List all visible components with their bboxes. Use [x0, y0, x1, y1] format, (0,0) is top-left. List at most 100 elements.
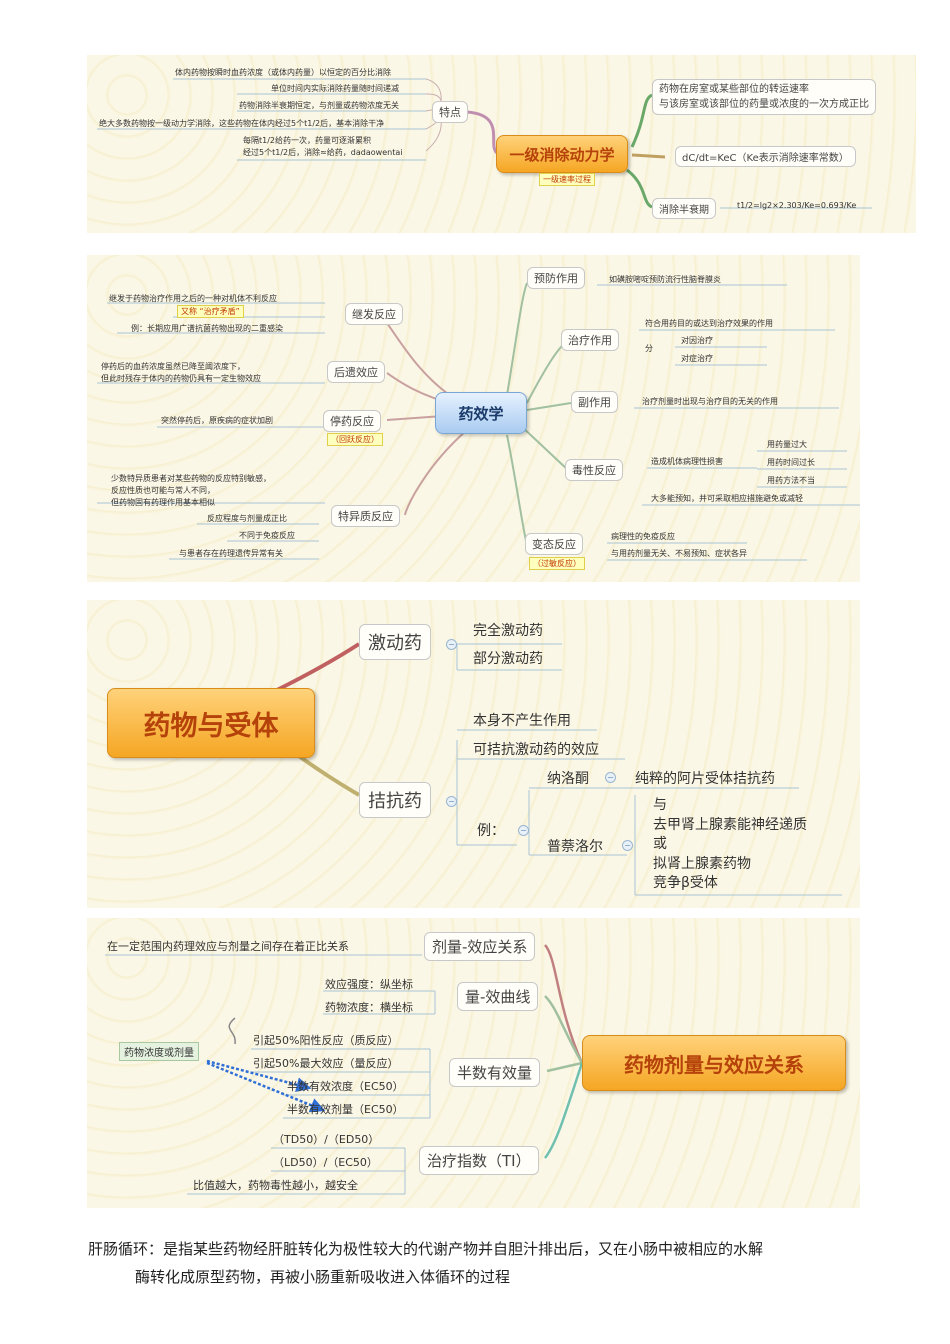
propranolol-line: 竞争β受体 [653, 875, 718, 891]
allergic-reaction-node: 变态反应 [525, 533, 583, 555]
toxic-desc: 造成机体病理性损害 [651, 457, 723, 466]
dose-effect-desc: 在一定范围内药理效应与剂量之间存在着正比关系 [107, 940, 349, 953]
feature-text: 药物消除半衰期恒定，与剂量或药物浓度无关 [239, 101, 399, 110]
example-label: 例： [477, 823, 505, 839]
kinetics-mindmap: 体内药物按瞬时血药浓度（或体内药量）以恒定的百分比消除 单位时间内实际消除药量随… [87, 55, 916, 233]
treatment-item: 对因治疗 [681, 336, 713, 345]
idiosyncratic-desc: 少数特异质患者对某些药物的反应特别敏感， [111, 474, 271, 483]
receptor-connectors [275, 642, 842, 896]
propranolol-line: 或 [653, 836, 667, 852]
half-item: 引起50%阳性反应（质反应） [253, 1034, 399, 1047]
features-node: 特点 [432, 101, 468, 123]
feature-text: 绝大多数药物按一级动力学消除，这些药物在体内经过5个t1/2后，基本消除干净 [99, 119, 385, 128]
pharmacodynamics-mindmap: 继发于药物治疗作用之后的一种对机体不利反应 又称 “治疗矛盾” 例：长期应用广谱… [87, 255, 860, 582]
halflife-formula: t1/2=lg2×2.303/Ke=0.693/Ke [737, 201, 857, 210]
propranolol: 普萘洛尔 [547, 839, 603, 855]
withdrawal-reaction-node: 停药反应 [323, 410, 381, 432]
receptor-mindmap: 药物与受体 激动药 − 完全激动药 部分激动药 拮抗药 − 本身不产生作用 可拮… [87, 600, 860, 908]
collapse-icon[interactable]: − [446, 639, 457, 650]
caption-line: 肝肠循环：是指某些药物经肝脏转化为极性较大的代谢产物并自胆汁排出后，又在小肠中被… [88, 1240, 764, 1258]
rate-line: 药物在房室或某些部位的转运速率 [659, 84, 809, 95]
idiosyncratic-item: 与患者存在药理遗传异常有关 [179, 549, 283, 558]
dose-connectors [105, 944, 584, 1195]
first-order-center-node: 一级消除动力学 [496, 135, 628, 173]
residual-desc: 停药后的血药浓度虽然已降至阈浓度下， [101, 362, 245, 371]
idiosyncratic-desc: 反应性质也可能与常人不同， [111, 486, 215, 495]
idiosyncratic-item: 反应程度与剂量成正比 [207, 514, 287, 523]
full-agonist: 完全激动药 [473, 623, 543, 639]
kinetics-connectors [97, 78, 872, 209]
collapse-icon[interactable]: − [446, 796, 457, 807]
antagonist-item: 本身不产生作用 [473, 713, 571, 729]
propranolol-desc: 与 去甲肾上腺素能神经递质 或 拟肾上腺素药物 竞争β受体 [653, 796, 807, 894]
first-order-tag: 一级速率过程 [539, 173, 595, 186]
antagonist-item: 可拮抗激动药的效应 [473, 742, 599, 758]
collapse-icon[interactable]: − [518, 825, 529, 836]
feature-text: 经过5个t1/2后，消除≈给药，dadaowentai [243, 148, 403, 157]
idiosyncratic-reaction-node: 特异质反应 [331, 505, 400, 527]
residual-effect-node: 后遗效应 [327, 361, 385, 383]
side-effect-desc: 治疗剂量时出现与治疗目的无关的作用 [642, 397, 778, 406]
toxic-cause: 用药量过大 [767, 440, 807, 449]
toxic-cause: 用药方法不当 [767, 476, 815, 485]
propranolol-line: 去甲肾上腺素能神经递质 [653, 816, 807, 833]
half-effective-node: 半数有效量 [449, 1058, 541, 1087]
propranolol-line: 拟肾上腺素药物 [653, 855, 751, 872]
allergic-tag: （过敏反应） [529, 557, 585, 570]
curve-y-axis: 效应强度：纵坐标 [325, 978, 413, 991]
dose-curve-node: 量-效曲线 [457, 982, 539, 1011]
collapse-icon[interactable]: − [622, 840, 633, 851]
receptor-center-node: 药物与受体 [107, 688, 315, 758]
propranolol-line: 与 [653, 797, 667, 813]
therapeutic-index-node: 治疗指数（TI） [419, 1146, 539, 1175]
naloxone: 纳洛酮 [547, 771, 589, 787]
halflife-node: 消除半衰期 [652, 198, 716, 219]
formula-node: dC/dt=KeC（Ke表示消除速率常数） [675, 146, 856, 167]
toxic-cause: 用药时间过长 [767, 458, 815, 467]
feature-text: 单位时间内实际消除药量随时间递减 [271, 84, 399, 93]
secondary-desc: 继发于药物治疗作用之后的一种对机体不利反应 [109, 294, 277, 303]
antagonist-node: 拮抗药 [359, 782, 431, 818]
dose-effect-node: 剂量-效应关系 [424, 932, 536, 961]
treatment-desc: 符合用药目的或达到治疗效果的作用 [645, 319, 773, 328]
ti-note: 比值越大，药物毒性越小，越安全 [193, 1179, 358, 1192]
treatment-split: 分 [645, 344, 653, 353]
toxic-reaction-node: 毒性反应 [565, 459, 623, 481]
naloxone-desc: 纯粹的阿片受体拮抗药 [635, 771, 775, 787]
collapse-icon[interactable]: − [605, 772, 616, 783]
residual-desc: 但此时残存于体内的药物仍具有一定生物效应 [101, 374, 261, 383]
allergic-desc: 与用药剂量无关、不易预知、症状各异 [611, 549, 747, 558]
half-item: 半数有效剂量（EC50） [287, 1103, 404, 1116]
dose-effect-mindmap: 在一定范围内药理效应与剂量之间存在着正比关系 剂量-效应关系 效应强度：纵坐标 … [87, 918, 860, 1208]
prevention-node: 预防作用 [527, 267, 585, 289]
treatment-item: 对症治疗 [681, 354, 713, 363]
idiosyncratic-desc: 但药物固有药理作用基本相似 [111, 498, 215, 507]
agonist-node: 激动药 [359, 624, 431, 660]
ti-formula: （TD50）/（ED50） [273, 1133, 380, 1146]
prevention-desc: 如磺胺嘧啶预防流行性脑脊膜炎 [609, 275, 721, 284]
rate-line: 与该房室或该部位的药量或浓度的一次方成正比 [659, 99, 869, 110]
dose-center-node: 药物剂量与效应关系 [582, 1035, 846, 1091]
secondary-example: 例：长期应用广谱抗菌药物出现的二重感染 [131, 324, 283, 333]
partial-agonist: 部分激动药 [473, 651, 543, 667]
feature-text: 每隔t1/2给药一次，药量可逐渐累积 [243, 136, 372, 145]
pharmacodynamics-center-node: 药效学 [435, 392, 527, 434]
toxic-note: 大多能预知，并可采取相应措施避免或减轻 [651, 494, 803, 503]
side-effect-node: 副作用 [571, 391, 618, 413]
secondary-alias: 又称 “治疗矛盾” [177, 305, 244, 318]
withdrawal-desc: 突然停药后，原疾病的症状加剧 [161, 416, 273, 425]
feature-text: 体内药物按瞬时血药浓度（或体内药量）以恒定的百分比消除 [175, 68, 391, 77]
caption-line: 酶转化成原型药物，再被小肠重新吸收进入体循环的过程 [135, 1268, 511, 1286]
idiosyncratic-item: 不同于免疫反应 [239, 531, 295, 540]
curve-x-axis: 药物浓度：横坐标 [325, 1001, 413, 1014]
treatment-node: 治疗作用 [561, 329, 619, 351]
ti-formula: （LD50）/（EC50） [273, 1156, 378, 1169]
half-item: 半数有效浓度（EC50） [287, 1080, 404, 1093]
allergic-desc: 病理性的免疫反应 [611, 532, 675, 541]
half-item: 引起50%最大效应（量反应） [253, 1057, 399, 1070]
withdrawal-tag: （回跃反应） [327, 433, 383, 446]
secondary-reaction-node: 继发反应 [345, 303, 403, 325]
effects-connectors [97, 282, 860, 561]
dose-source-node: 药物浓度或剂量 [119, 1042, 199, 1061]
rate-node: 药物在房室或某些部位的转运速率 与该房室或该部位的药量或浓度的一次方成正比 [652, 79, 876, 115]
